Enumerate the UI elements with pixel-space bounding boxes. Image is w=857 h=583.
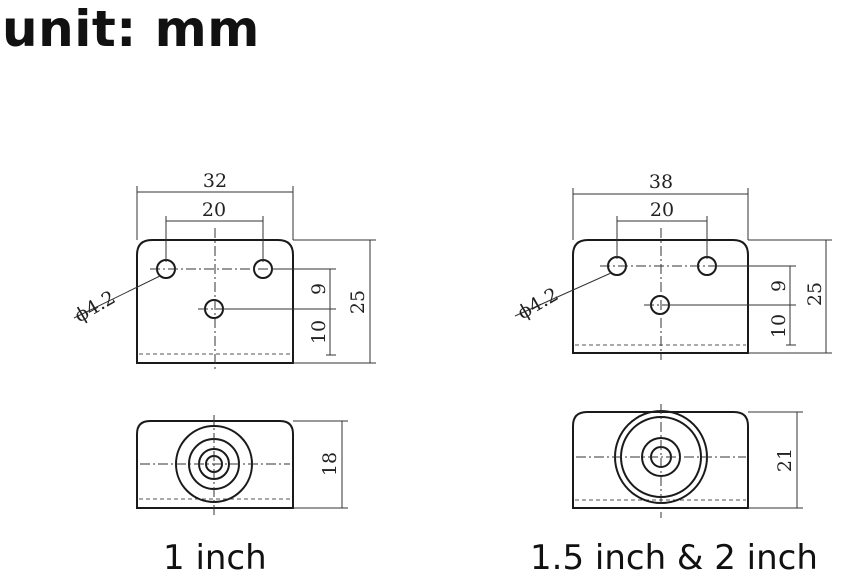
caption-1-inch: 1 inch	[163, 538, 267, 578]
dim-width: 38	[649, 171, 673, 193]
dim-bottom-height: 18	[319, 452, 341, 476]
leader-line	[514, 272, 612, 317]
dim-upper: 9	[308, 283, 330, 295]
bottom-view-1-5-2-inch: 21	[572, 404, 803, 518]
dim-lower: 10	[768, 314, 790, 338]
dim-upper: 9	[768, 280, 790, 292]
front-outline	[572, 239, 749, 354]
drawing-1-5-2-inch: 38 20 ϕ4.2 25 9 10 21	[514, 171, 832, 518]
front-outline	[136, 239, 294, 364]
dim-hole-spacing: 20	[650, 199, 674, 221]
drawing-1-inch: 32 20 ϕ4.2 25 9 10 18	[71, 170, 376, 518]
leader-line	[73, 275, 161, 319]
unit-title: unit: mm	[2, 0, 260, 58]
front-view-1-inch: 32 20 ϕ4.2 25 9 10	[71, 170, 376, 370]
bottom-outline	[136, 420, 294, 509]
front-view-1-5-2-inch: 38 20 ϕ4.2 25 9 10	[514, 171, 832, 360]
dim-hole-spacing: 20	[202, 199, 226, 221]
bottom-view-1-inch: 18	[136, 415, 348, 518]
dim-hole-diameter: ϕ4.2	[71, 286, 119, 327]
dim-width: 32	[203, 170, 227, 192]
bottom-outline	[572, 411, 749, 509]
dim-height: 25	[804, 282, 826, 306]
dim-height: 25	[347, 290, 369, 314]
dim-lower: 10	[308, 320, 330, 344]
dim-hole-diameter: ϕ4.2	[514, 283, 562, 324]
dim-bottom-height: 21	[774, 448, 796, 472]
caption-1-5-2-inch: 1.5 inch & 2 inch	[530, 538, 818, 578]
